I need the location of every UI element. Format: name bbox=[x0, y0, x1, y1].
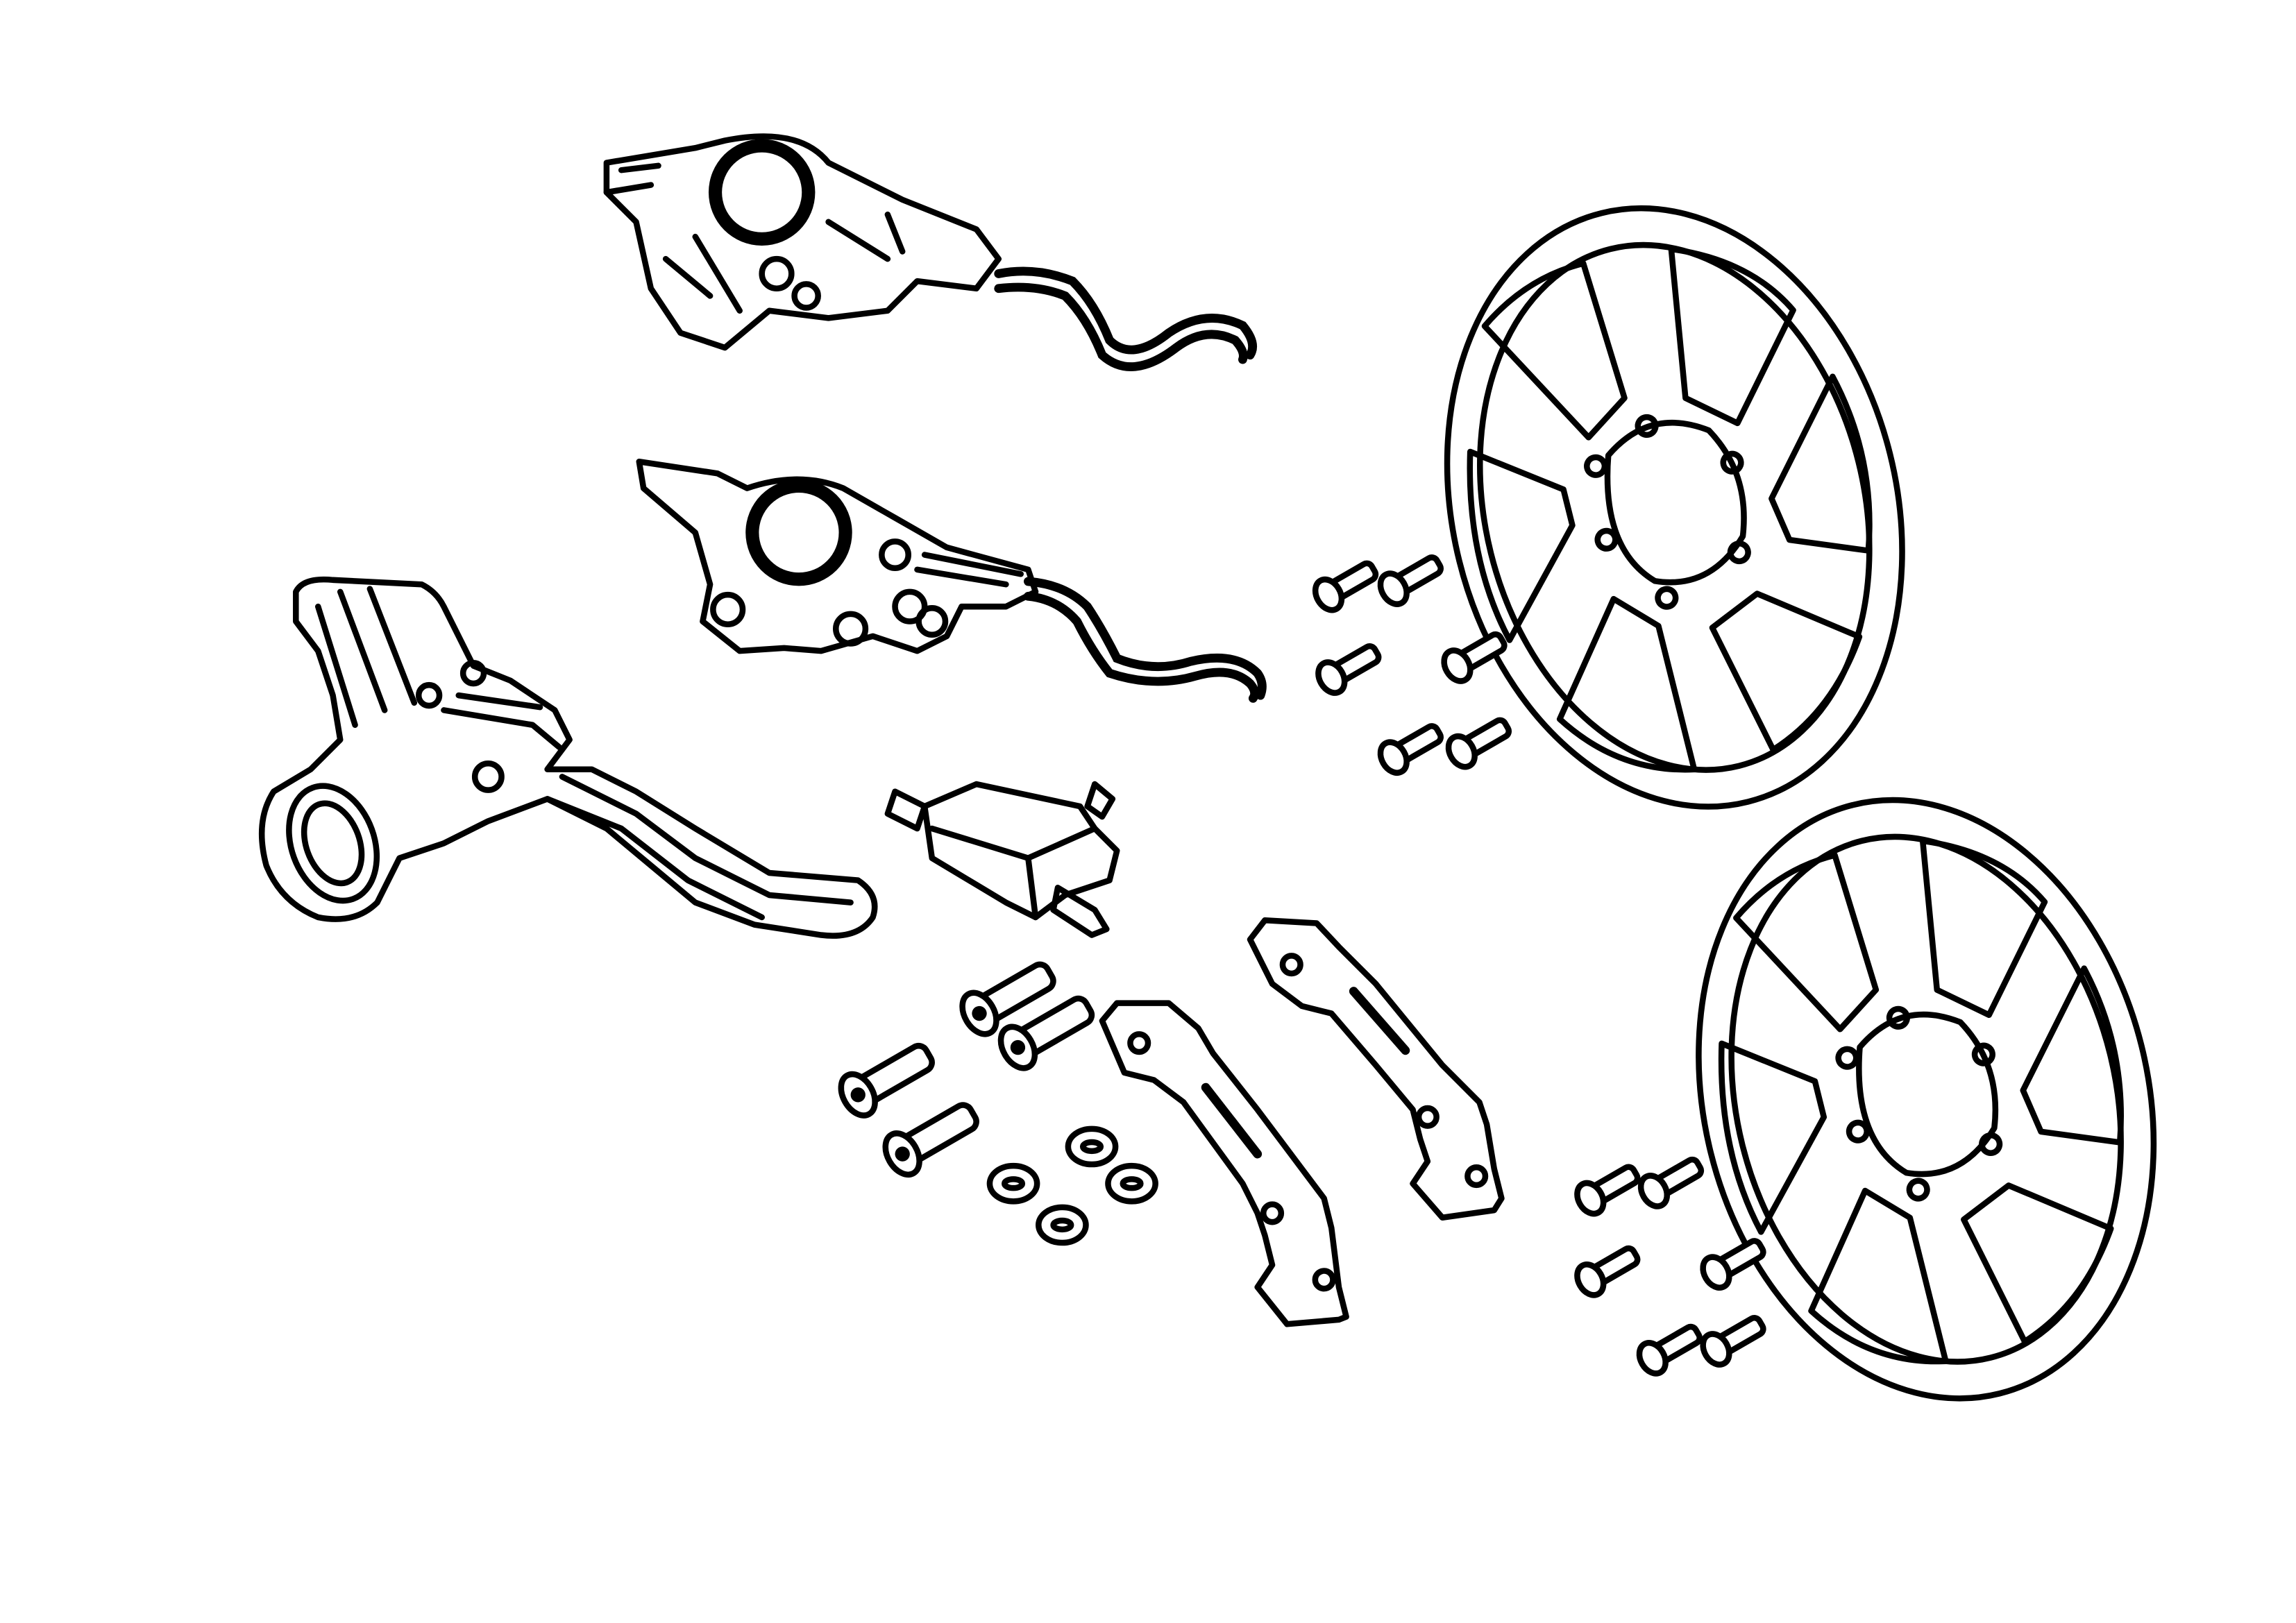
bolt-icon bbox=[1636, 1323, 1703, 1377]
washer-icon bbox=[1036, 1204, 1089, 1246]
bolt-icon bbox=[1574, 1164, 1641, 1217]
brake-caliper-middle bbox=[636, 458, 1267, 703]
caliper-mounting-bolts bbox=[838, 961, 1095, 1178]
bolt-icon bbox=[1441, 631, 1508, 684]
brake-rotor-bottom bbox=[1696, 797, 2157, 1402]
bolt-icon bbox=[1445, 717, 1512, 770]
bolt-icon bbox=[882, 1102, 979, 1178]
washer-icon bbox=[986, 1162, 1040, 1205]
caliper-adapter-left bbox=[1099, 1000, 1349, 1327]
rotor-bolts-top bbox=[1312, 554, 1512, 776]
caliper-adapter-right bbox=[1247, 917, 1505, 1221]
hose-splitter-fitting bbox=[884, 781, 1120, 938]
washer-icon bbox=[1065, 1125, 1119, 1168]
brake-lever bbox=[258, 576, 878, 939]
rotor-bolts-bottom bbox=[1574, 1156, 1766, 1377]
bolt-icon bbox=[1377, 554, 1444, 607]
bolt-icon bbox=[1700, 1238, 1766, 1291]
bolt-icon bbox=[1637, 1156, 1705, 1209]
washer-icon bbox=[1105, 1162, 1158, 1205]
bolt-icon bbox=[1377, 723, 1444, 776]
bolt-icon bbox=[959, 961, 1056, 1037]
bolt-icon bbox=[838, 1042, 935, 1119]
bolt-icon bbox=[997, 995, 1095, 1071]
bolt-icon bbox=[1574, 1245, 1641, 1298]
washers bbox=[986, 1125, 1158, 1246]
bolt-icon bbox=[1315, 643, 1382, 696]
bolt-icon bbox=[1312, 560, 1379, 613]
brake-rotor-top bbox=[1444, 205, 1905, 810]
bolt-icon bbox=[1700, 1315, 1766, 1368]
brake-caliper-top bbox=[603, 133, 1257, 371]
